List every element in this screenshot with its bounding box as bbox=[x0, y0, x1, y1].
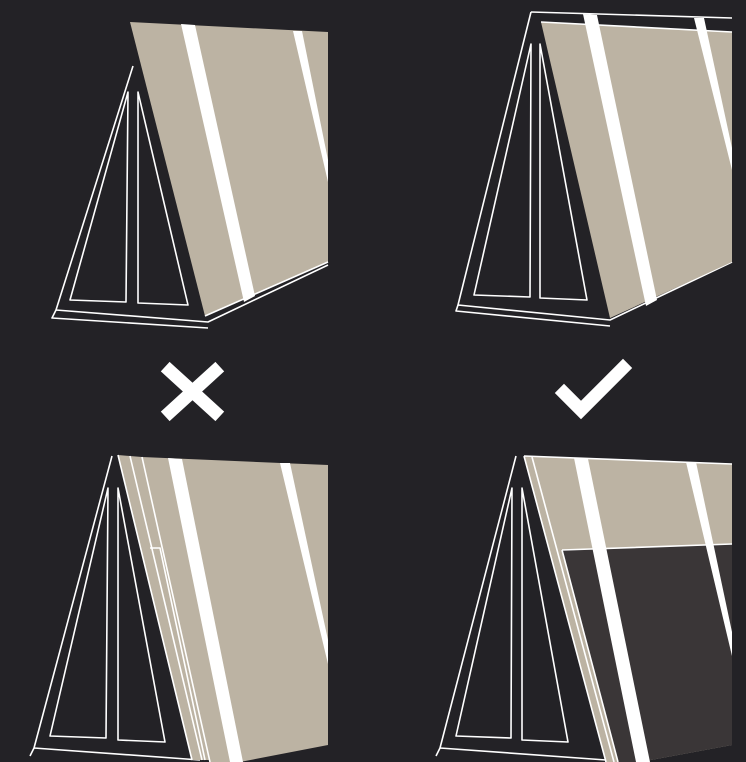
leaning-panel bbox=[130, 22, 328, 316]
figure-bottom-left bbox=[30, 455, 328, 762]
a-frame-window-left bbox=[50, 488, 108, 738]
check-icon bbox=[564, 368, 623, 410]
figure-top-right bbox=[456, 12, 732, 326]
cross-icon bbox=[170, 371, 215, 412]
figure-top-left bbox=[52, 22, 328, 328]
a-frame-window-left bbox=[70, 92, 128, 302]
leaning-panel bbox=[541, 22, 732, 318]
a-frame-window-left bbox=[456, 488, 512, 738]
figure-bottom-right bbox=[436, 456, 732, 762]
a-frame-window-left bbox=[474, 44, 531, 297]
